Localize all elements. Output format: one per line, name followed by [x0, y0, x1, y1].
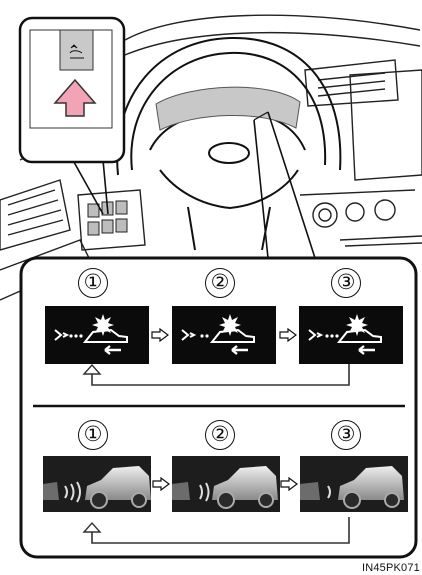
car-sensor-icon	[172, 456, 278, 512]
sensor-warning-icon	[299, 306, 403, 364]
car-sensor-icon	[43, 456, 151, 512]
step-number-1-top: ①	[78, 268, 108, 298]
step-number-1-bottom: ①	[78, 420, 108, 450]
arrow-right-icon	[151, 328, 169, 342]
step-number-3-top: ③	[331, 268, 361, 298]
sensor-display-panel-1	[45, 306, 149, 364]
car-display-panel-3	[300, 456, 408, 512]
car-sensor-icon	[300, 456, 404, 512]
car-display-panel-2	[172, 456, 280, 512]
sensor-display-panel-3	[299, 306, 403, 364]
step-number-2-bottom: ②	[205, 420, 235, 450]
sensor-warning-icon	[45, 306, 149, 364]
step-number-2-top: ②	[205, 268, 235, 298]
arrow-right-icon	[279, 328, 297, 342]
sensor-display-panel-2	[172, 306, 276, 364]
arrow-right-icon	[152, 477, 170, 491]
car-display-panel-1	[43, 456, 151, 512]
sensor-warning-icon	[172, 306, 276, 364]
step-number-3-bottom: ③	[331, 420, 361, 450]
image-code: IN45PK071	[362, 562, 420, 574]
arrow-right-icon	[280, 477, 298, 491]
